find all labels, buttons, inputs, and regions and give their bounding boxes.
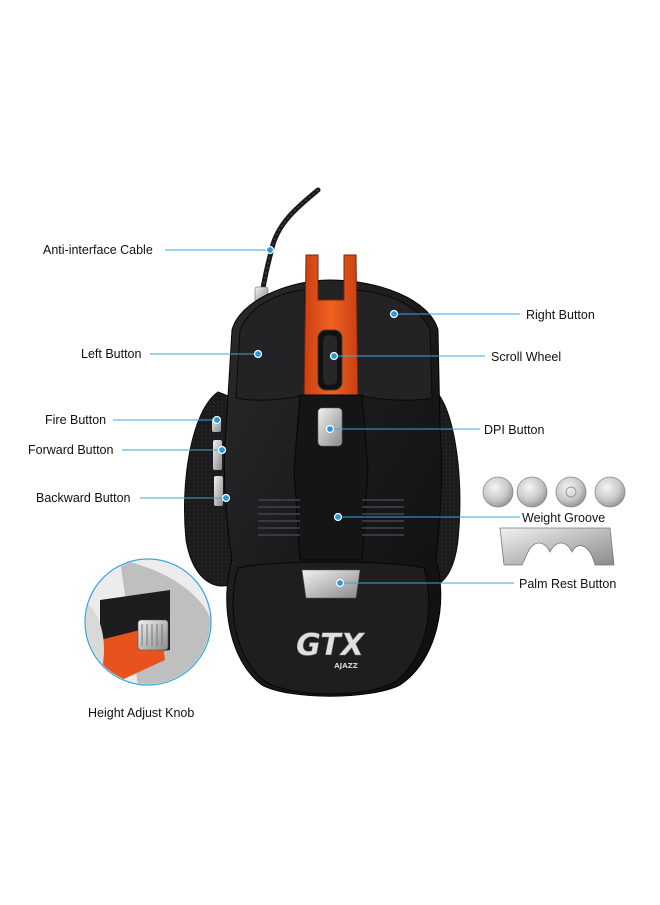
label-anti-interface-cable: Anti-interface Cable <box>43 243 153 257</box>
label-forward-button: Forward Button <box>28 443 114 457</box>
label-right-button: Right Button <box>526 308 595 322</box>
label-backward-button: Backward Button <box>36 491 131 505</box>
callout-lines <box>113 249 520 584</box>
backward-button <box>214 476 223 506</box>
right-button-panel <box>355 289 433 401</box>
label-dpi-button: DPI Button <box>484 423 545 437</box>
left-vent <box>258 499 300 536</box>
forward-button <box>213 440 222 470</box>
label-fire-button: Fire Button <box>45 413 107 427</box>
label-weight-groove: Weight Groove <box>522 511 606 525</box>
label-height-adjust-knob: Height Adjust Knob <box>88 706 195 720</box>
label-left-button: Left Button <box>81 347 142 361</box>
weight-tray <box>499 527 615 566</box>
right-vent <box>362 499 404 536</box>
center-console <box>293 394 369 561</box>
palm-rest-button <box>301 569 361 599</box>
weight-coin-2 <box>516 476 548 508</box>
scroll-wheel-highlight <box>323 335 337 385</box>
logo-text: GTX <box>296 628 366 663</box>
label-palm-rest-button: Palm Rest Button <box>519 577 617 591</box>
callout-dots <box>212 245 399 588</box>
height-knob-inset <box>86 560 210 684</box>
weight-coins <box>482 476 626 508</box>
palm-rest <box>232 561 430 695</box>
weight-coin-1 <box>482 476 514 508</box>
label-scroll-wheel: Scroll Wheel <box>491 350 562 364</box>
weight-coin-4 <box>594 476 626 508</box>
logo-subtext: AJAZZ <box>334 662 358 670</box>
weight-coin-3 <box>555 476 587 508</box>
left-button-panel <box>235 289 306 401</box>
